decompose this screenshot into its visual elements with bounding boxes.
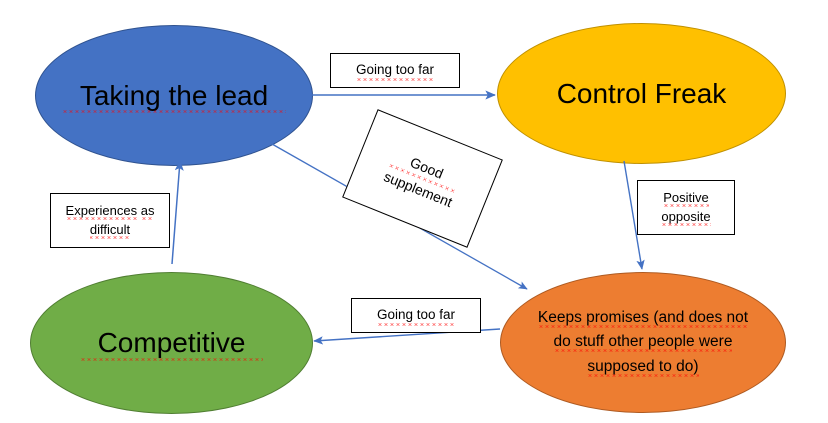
edge-label-going-too-far-top-text: Going too far: [355, 59, 435, 82]
node-keeps-promises-line-3: supposed to do): [587, 357, 699, 375]
edge-label-good-supplement-text: Good supplement: [381, 145, 465, 212]
node-keeps-promises-line-2: do stuff other people were: [553, 333, 733, 351]
node-competitive-label: Competitive: [80, 325, 264, 361]
node-taking-the-lead[interactable]: Taking the lead: [35, 25, 313, 166]
edge-label-positive-opposite-text: Positive opposite: [638, 189, 734, 227]
edge-label-positive-opposite-line-2: opposite: [661, 208, 711, 224]
edge-competitive-to-lead: [171, 160, 184, 265]
node-control-freak[interactable]: Control Freak: [497, 23, 786, 164]
edge-label-positive-opposite-line-1: Positive: [663, 189, 709, 205]
node-control-freak-label: Control Freak: [556, 77, 727, 109]
edge-label-going-too-far-top[interactable]: Going too far: [330, 53, 460, 88]
edge-label-experiences-line-1: Experiences: [65, 202, 138, 218]
edge-label-positive-opposite[interactable]: Positive opposite: [637, 180, 735, 235]
node-competitive[interactable]: Competitive: [30, 272, 313, 414]
edge-label-going-too-far-bottom-text: Going too far: [376, 304, 456, 327]
node-keeps-promises[interactable]: Keeps promises (and does not do stuff ot…: [500, 272, 786, 413]
edge-label-going-too-far-bottom[interactable]: Going too far: [351, 298, 481, 333]
edge-label-experiences-as-difficult-text: Experiences as difficult: [51, 202, 169, 240]
node-keeps-promises-line-1: Keeps promises (and does not: [537, 309, 749, 327]
node-keeps-promises-label: Keeps promises (and does not do stuff ot…: [522, 306, 764, 378]
edge-label-experiences-as-difficult[interactable]: Experiences as difficult: [50, 193, 170, 248]
node-taking-the-lead-label: Taking the lead: [62, 77, 286, 114]
edge-label-good-supplement[interactable]: Good supplement: [342, 109, 503, 248]
